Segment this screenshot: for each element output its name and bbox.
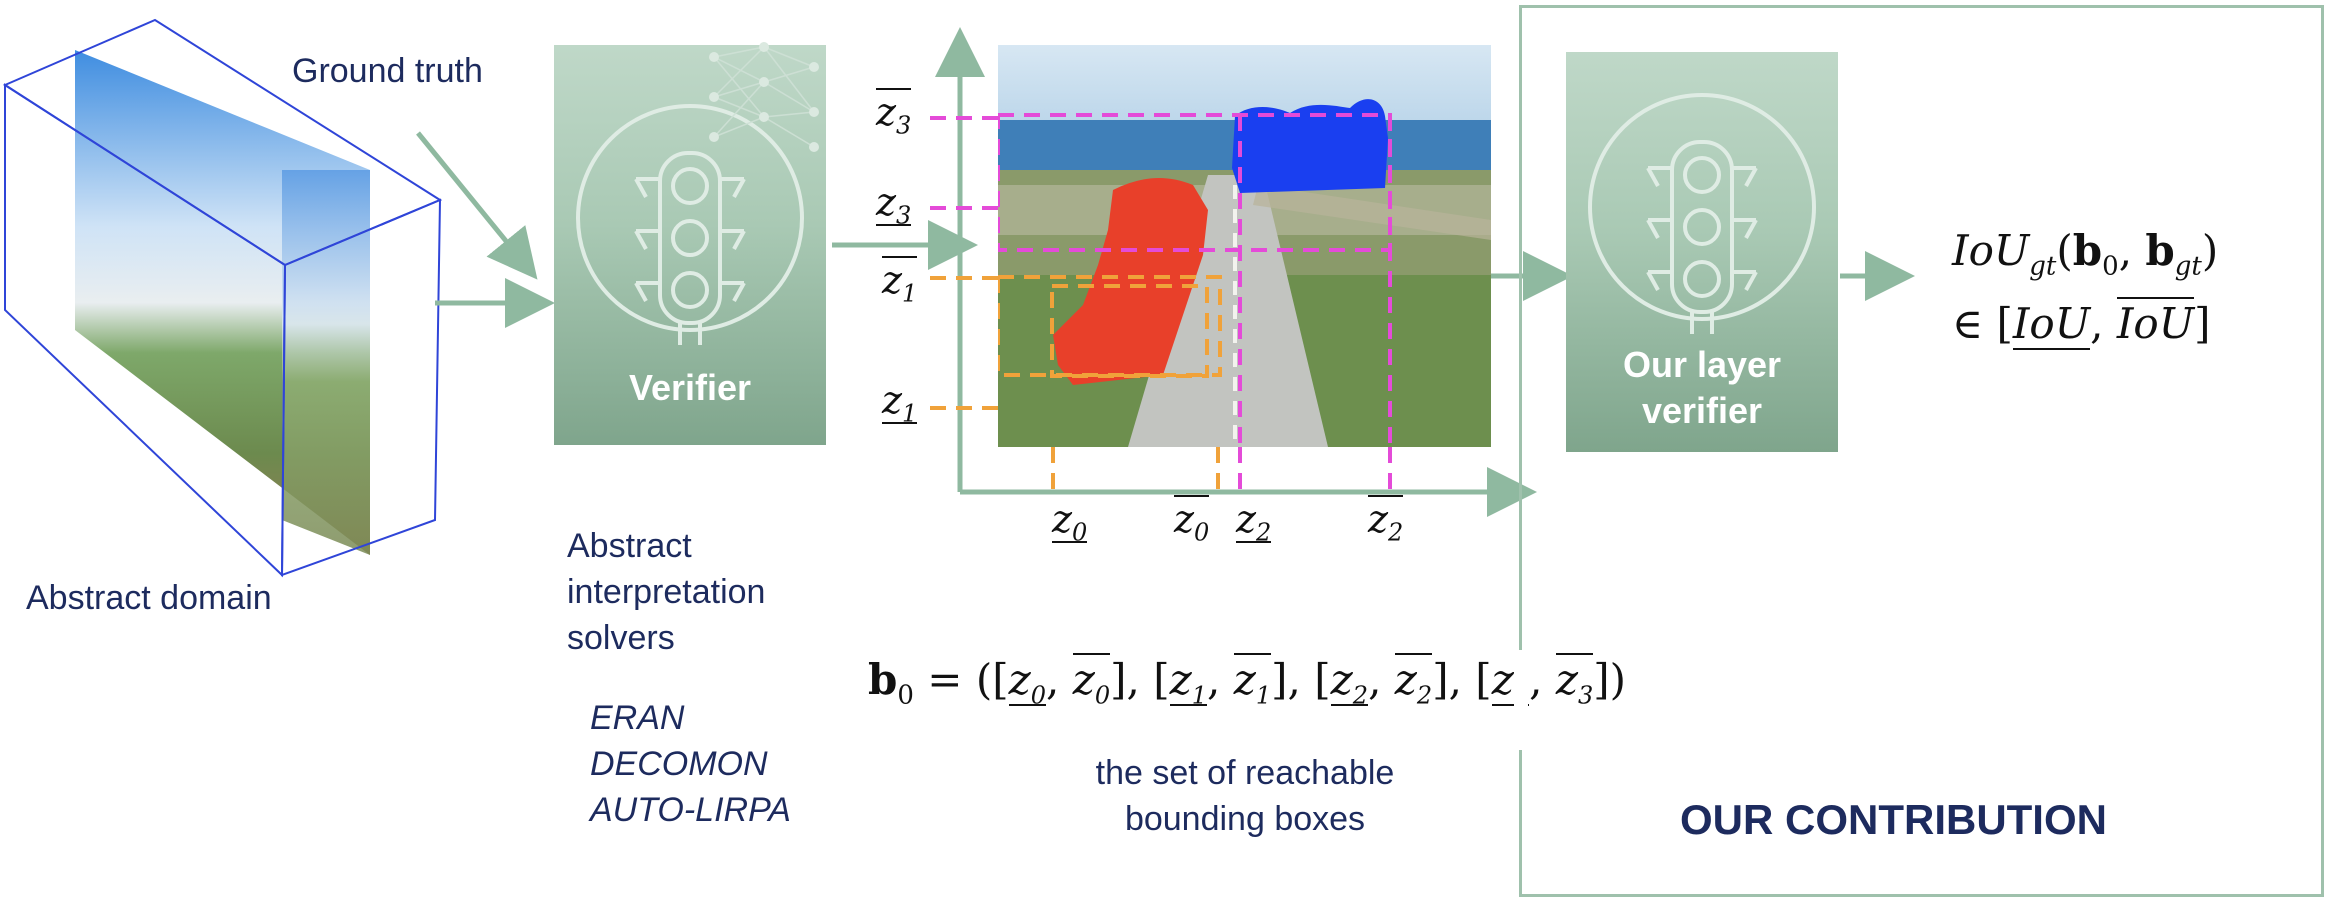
x-label-z2-upper: z2 xyxy=(1368,495,1404,547)
solver-item: DECOMON xyxy=(590,745,768,783)
runway-image xyxy=(998,45,1491,447)
verifier-box: Verifier xyxy=(554,42,826,445)
abstract-domain-label: Abstract domain xyxy=(26,579,272,617)
red-detection-blob xyxy=(1053,178,1208,385)
magenta-box-outer xyxy=(998,113,1392,252)
verifier-label: Verifier xyxy=(628,367,752,408)
ground-truth-label: Ground truth xyxy=(292,52,483,90)
x-label-z2-lower: z2 xyxy=(1236,497,1272,547)
ground-truth-arrow xyxy=(416,131,538,280)
y-label-z1-lower: z1 xyxy=(882,378,918,428)
solvers-title: Abstract interpretation solvers xyxy=(567,527,766,657)
y-label-z3-lower: z3 xyxy=(876,180,912,230)
traffic-light-icon xyxy=(576,104,804,345)
contribution-frame xyxy=(1519,5,2324,897)
x-label-z0-lower: z0 xyxy=(1052,497,1088,547)
neural-network-icon xyxy=(709,42,819,152)
y-label-z1-upper: z1 xyxy=(882,256,918,308)
iou-formula-line2: ∈ [IoU, IoU] xyxy=(1952,297,2211,351)
abstract-domain-cube xyxy=(2,18,443,578)
x-label-z0-upper: z0 xyxy=(1174,495,1210,547)
reachable-boxes-caption: the set of reachable bounding boxes xyxy=(1095,754,1395,838)
frame-gap xyxy=(1514,650,1528,750)
y-label-z3-upper: z3 xyxy=(876,88,912,140)
layer-verifier-box: Our layer verifier xyxy=(1566,52,1838,452)
iou-formula-line1: IoUgt(b0, bgt) xyxy=(1952,226,2219,282)
layer-verifier-label: Our layer verifier xyxy=(1622,344,1782,431)
blue-detection-blob xyxy=(1232,99,1388,193)
orange-box-inner xyxy=(1050,284,1209,378)
traffic-light-icon xyxy=(1588,93,1816,334)
solver-item: AUTO-LIRPA xyxy=(590,791,791,829)
solver-item: ERAN xyxy=(590,699,685,737)
contribution-title: OUR CONTRIBUTION xyxy=(1680,796,2107,843)
solvers-list: ERAN DECOMON AUTO-LIRPA xyxy=(590,695,791,833)
iou-formula: IoUgt(b0, bgt) ∈ [IoU, IoU] xyxy=(1952,222,2218,353)
box-formula: b0 = ([z0, z0], [z1, z1], [z2, z2], [z3,… xyxy=(868,653,1627,711)
